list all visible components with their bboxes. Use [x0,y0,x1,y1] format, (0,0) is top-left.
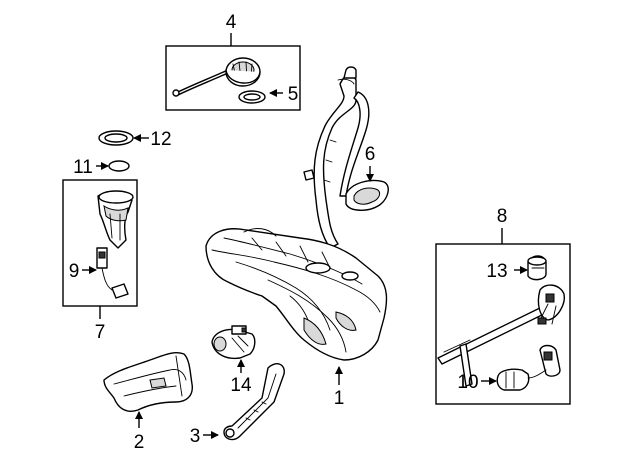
callout-14: 14 [230,375,252,396]
callout-5: 5 [288,84,299,105]
callout-13: 13 [486,261,507,282]
group-box-8 [435,243,571,405]
evap-canister-part [496,344,561,391]
filler-housing-part [345,179,389,211]
callout-11: 11 [73,157,93,178]
callout-12: 12 [150,129,171,150]
callout-1: 1 [334,388,345,409]
fuel-tank-part [205,228,388,361]
callout-9: 9 [69,261,80,282]
filler-pipe-part [303,66,370,249]
pump-seal-part [108,160,130,172]
fuel-level-sender-part [96,247,129,299]
callout-3: 3 [190,426,201,447]
callout-7: 7 [95,322,106,343]
fuel-cap-gasket-part [238,90,266,104]
callout-10: 10 [457,372,478,393]
purge-valve-part [527,255,547,281]
valve-unit-part [211,325,256,360]
pump-ring-part [98,130,134,146]
group-box-4 [165,45,301,111]
tank-strap-part [223,363,285,441]
callout-4: 4 [226,12,237,33]
fuel-cap-part [172,57,261,97]
heat-shield-part [103,351,193,412]
callout-6: 6 [365,144,376,165]
fuel-pump-module-part [97,190,134,249]
callout-8: 8 [497,206,508,227]
vent-line-part [437,284,565,387]
callout-2: 2 [134,432,145,453]
